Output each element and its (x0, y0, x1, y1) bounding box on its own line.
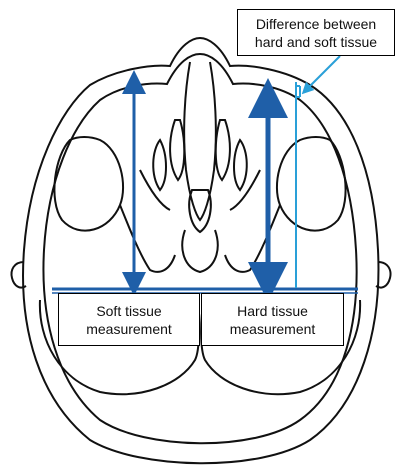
hard-tissue-label-line1: Hard tissue (237, 302, 308, 320)
difference-label-line1: Difference between (256, 15, 376, 33)
difference-pointer (306, 56, 340, 90)
soft-tissue-label: Soft tissue measurement (58, 293, 200, 346)
hard-tissue-label: Hard tissue measurement (201, 293, 344, 346)
sinus-structures (153, 62, 247, 272)
difference-label-line2: hard and soft tissue (255, 33, 377, 51)
difference-label: Difference between hard and soft tissue (237, 9, 395, 56)
head-outline (23, 38, 378, 463)
orbit-regions (54, 137, 345, 272)
ear-outline (12, 262, 391, 288)
soft-tissue-label-line1: Soft tissue (96, 302, 161, 320)
soft-tissue-label-line2: measurement (86, 320, 172, 338)
hard-tissue-label-line2: measurement (230, 320, 316, 338)
